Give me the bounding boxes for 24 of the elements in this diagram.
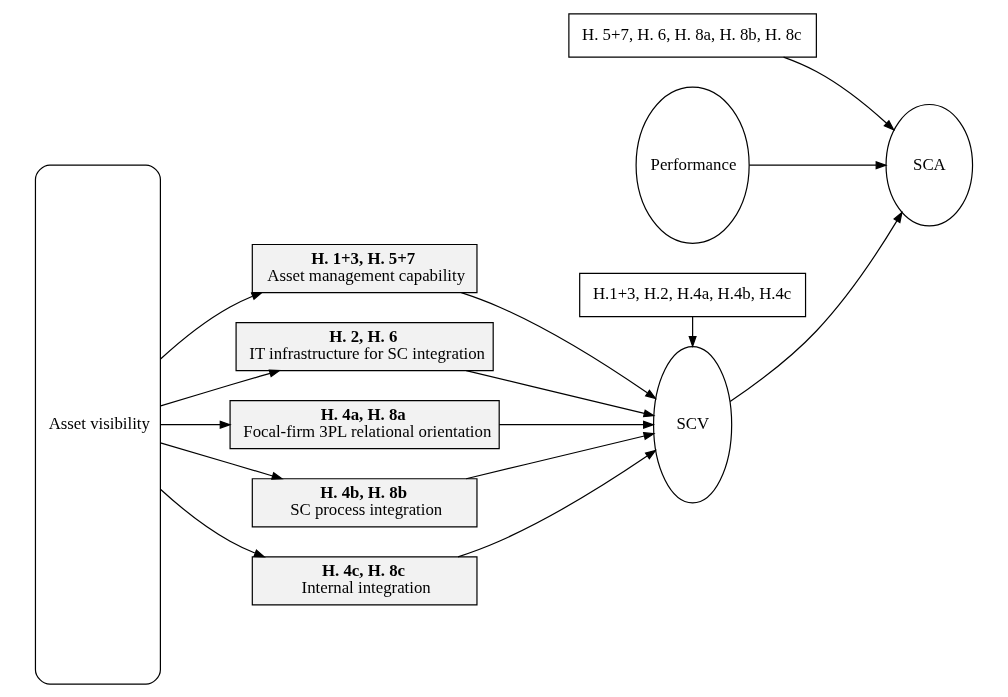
node-box: Asset visibility xyxy=(34,164,161,685)
node-box: H. 4c, H. 8c Internal integration xyxy=(251,555,478,605)
arrow xyxy=(457,448,657,557)
arrow xyxy=(465,431,656,479)
arrow xyxy=(460,291,657,400)
arrow xyxy=(160,368,282,406)
arrow xyxy=(159,441,284,480)
arrow xyxy=(159,420,232,429)
node-box: H. 5+7, H. 6, H. 8a, H. 8b, H. 8c xyxy=(568,12,817,58)
node-ellipse: SCV xyxy=(653,345,733,503)
node-ellipse: Performance xyxy=(635,86,750,244)
arrow xyxy=(748,160,888,169)
node-box: H. 4a, H. 8a Focal-firm 3PL relational orientation xyxy=(229,399,500,449)
arrow xyxy=(159,291,264,360)
arrow xyxy=(729,210,903,402)
node-box: H. 4b, H. 8b SC process integration xyxy=(251,477,478,527)
arrow xyxy=(782,56,895,131)
arrow xyxy=(498,420,656,429)
arrow xyxy=(160,488,266,557)
node-box: H.1+3, H.2, H.4a, H.4b, H.4c xyxy=(579,272,807,317)
arrow xyxy=(688,315,697,348)
node-box: H. 1+3, H. 5+7 Asset management capability xyxy=(251,243,478,293)
node-box: H. 2, H. 6 IT infrastructure for SC integration xyxy=(235,321,494,371)
arrow xyxy=(465,369,656,417)
